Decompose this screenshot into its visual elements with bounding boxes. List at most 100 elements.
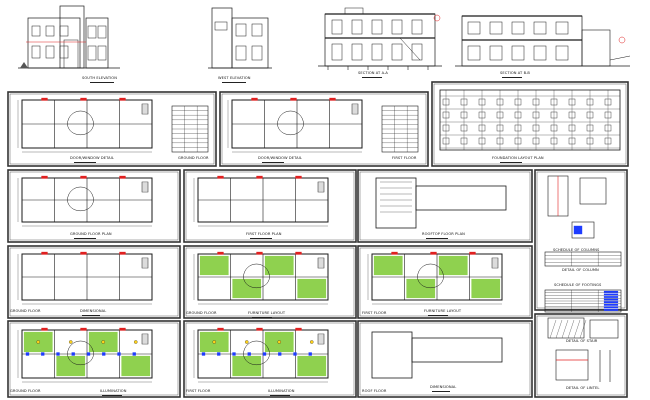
opening — [391, 43, 403, 61]
panel-frame — [183, 169, 357, 243]
window-tag — [119, 175, 126, 179]
light-fixture — [247, 352, 251, 356]
furniture-area — [297, 278, 327, 299]
section-bb-label: SECTION AT B-B — [500, 71, 530, 75]
footing-pad — [442, 124, 450, 132]
panel-inner-frame — [359, 322, 531, 396]
rooftop-stair — [375, 177, 417, 229]
window — [59, 25, 69, 37]
footing-pad — [478, 137, 486, 145]
panel-frame — [7, 169, 181, 243]
stair — [141, 333, 149, 345]
footing-pad — [550, 98, 558, 106]
window-tag — [80, 175, 87, 179]
elevation-strip — [18, 5, 631, 70]
footing-pad — [586, 124, 594, 132]
schedule-bar — [603, 303, 619, 306]
level-marker — [618, 36, 626, 44]
footing-pad — [460, 137, 468, 145]
window-tag — [119, 97, 126, 101]
light-fixture — [308, 352, 312, 356]
window-tag — [251, 97, 258, 101]
footing-pad — [532, 137, 540, 145]
furniture-area — [199, 255, 229, 276]
arc-wall — [277, 123, 304, 136]
opening — [371, 43, 383, 61]
title-underline — [250, 238, 272, 240]
window-tag — [119, 251, 126, 255]
stair-flight — [579, 319, 587, 339]
footing-schedule-label: SCHEDULE OF FOOTINGS — [554, 283, 602, 287]
door — [63, 39, 79, 69]
arc-wall — [243, 263, 270, 278]
level-marker — [433, 14, 441, 22]
footing-pad — [532, 111, 540, 119]
opening — [489, 45, 503, 61]
title-underline — [428, 315, 448, 317]
stair-flight — [573, 319, 581, 339]
plant-icon — [20, 62, 28, 68]
window-tag — [295, 175, 302, 179]
window — [45, 25, 55, 37]
stair-detail — [547, 317, 585, 339]
panel-inner-frame — [9, 247, 179, 317]
window — [235, 23, 247, 37]
west-elevation-label: WEST ELEVATION — [218, 76, 251, 80]
window-tag — [80, 327, 87, 331]
footing-pad — [586, 111, 594, 119]
window-tag — [391, 251, 398, 255]
panel-frame — [534, 313, 628, 398]
title-underline — [502, 77, 522, 79]
stair-flight — [549, 319, 557, 339]
schedule-bar — [603, 309, 619, 311]
footing-pad — [478, 111, 486, 119]
panel-frame — [357, 169, 533, 243]
stair-flight — [561, 319, 569, 339]
window — [97, 45, 107, 61]
schedule-bar — [603, 306, 619, 309]
footing-pad — [514, 111, 522, 119]
title-underline — [74, 162, 96, 164]
panel-frame — [219, 91, 429, 167]
schedule-bar — [603, 290, 619, 293]
panel-inner-frame — [359, 171, 531, 241]
dimensional-label: DIMENSIONAL — [430, 385, 457, 389]
light-fixture — [217, 352, 221, 356]
first-floor-label: FIRST FLOOR — [362, 311, 387, 315]
footing-pad — [532, 124, 540, 132]
first-floor-label: FIRST FLOOR — [186, 389, 211, 393]
window-tag — [217, 327, 224, 331]
opening — [331, 43, 343, 61]
lamp-icon — [133, 340, 138, 344]
window-tag — [41, 251, 48, 255]
window-tag — [217, 175, 224, 179]
rooftop-slab — [415, 185, 507, 211]
opening — [411, 43, 423, 61]
furniture-area — [438, 255, 468, 276]
footing-pad — [442, 137, 450, 145]
arc-wall — [243, 276, 270, 289]
stair — [141, 257, 149, 269]
light-fixture — [232, 352, 236, 356]
light-fixture — [117, 352, 121, 356]
footing-pad — [568, 137, 576, 145]
roof-slab — [411, 337, 503, 363]
opening — [511, 45, 525, 61]
footing-pad — [514, 137, 522, 145]
window-tag — [80, 97, 87, 101]
stair — [317, 257, 325, 269]
furniture-layout-label: FURNITURE LAYOUT — [424, 309, 462, 313]
side-block — [581, 29, 611, 67]
window-tag — [256, 327, 263, 331]
title-underline — [362, 77, 382, 79]
window — [87, 45, 97, 61]
schedule-bar — [603, 301, 619, 304]
light-fixture — [102, 352, 106, 356]
plan-drawings — [17, 89, 622, 383]
column-plan — [579, 177, 607, 205]
ground-floor-label: GROUND FLOOR — [10, 309, 41, 313]
stair — [317, 333, 325, 345]
window — [31, 45, 41, 59]
footing-pad — [532, 98, 540, 106]
footing-pad — [442, 98, 450, 106]
